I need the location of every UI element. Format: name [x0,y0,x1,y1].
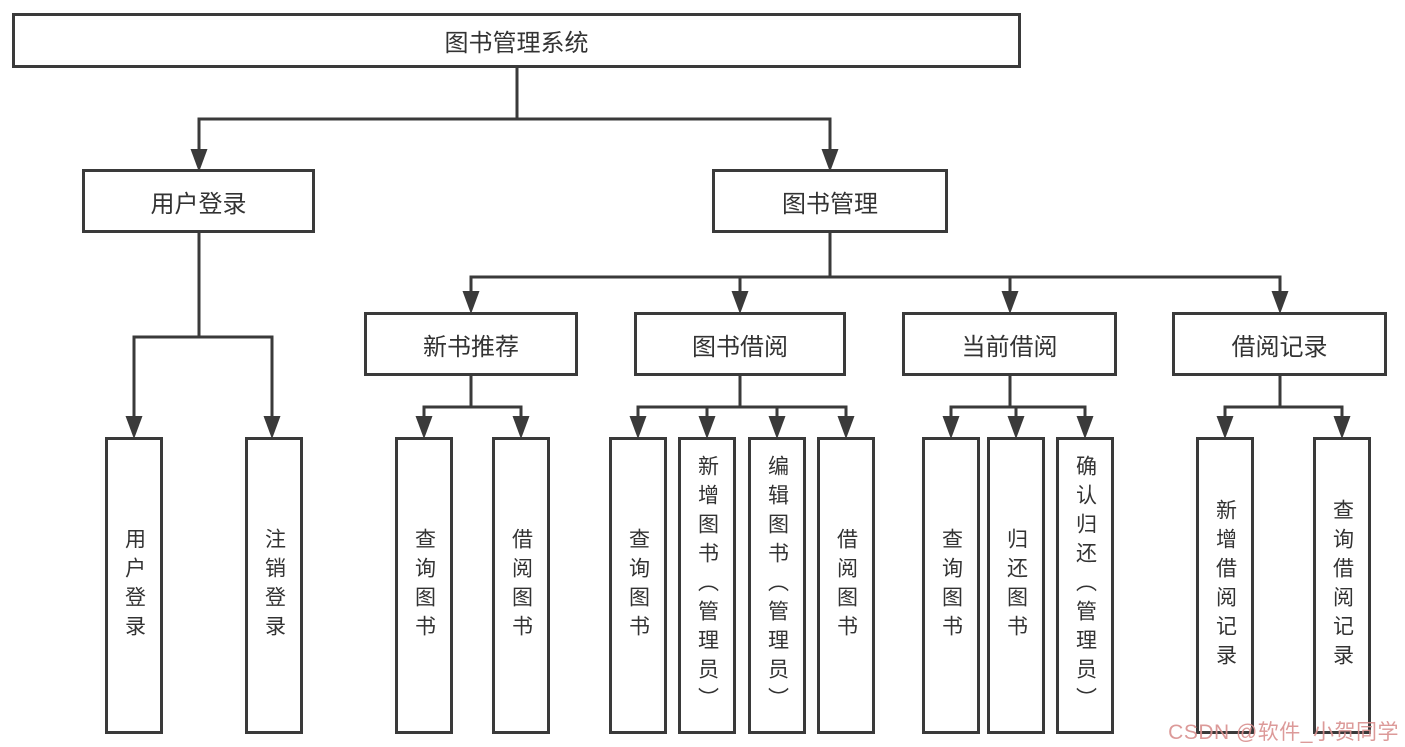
arrow-down-icon [1007,416,1025,439]
node-book-management: 图书管理 [712,169,948,233]
arrow-down-icon [1001,291,1019,314]
arrow-down-icon [263,416,281,439]
node-new-book-recommendation: 新书推荐 [364,312,578,376]
leaf-query-borrow-record: 查询借阅记录 [1313,437,1371,734]
connector [636,405,848,420]
connector [132,335,274,420]
connector [422,405,523,420]
arrowheads [125,149,1351,439]
node-current-borrowing: 当前借阅 [902,312,1117,376]
arrow-down-icon [768,416,786,439]
arrow-down-icon [462,291,480,314]
node-library-system: 图书管理系统 [12,13,1021,68]
node-book-borrowing: 图书借阅 [634,312,846,376]
leaf-add-books-admin: 新增图书（管理员） [678,437,736,734]
arrow-down-icon [415,416,433,439]
leaf-logout: 注销登录 [245,437,303,734]
leaf-return-books: 归还图书 [987,437,1045,734]
leaf-query-books-recommend: 查询图书 [395,437,453,734]
leaf-user-login: 用户登录 [105,437,163,734]
arrow-down-icon [731,291,749,314]
leaf-confirm-return-admin: 确认归还（管理员） [1056,437,1114,734]
arrow-down-icon [190,149,208,172]
arrow-down-icon [698,416,716,439]
leaf-add-borrow-record: 新增借阅记录 [1196,437,1254,734]
arrow-down-icon [1216,416,1234,439]
arrow-down-icon [1076,416,1094,439]
node-borrowing-records: 借阅记录 [1172,312,1387,376]
connector-group [132,66,1344,420]
leaf-borrow-books-recommend: 借阅图书 [492,437,550,734]
arrow-down-icon [1271,291,1289,314]
arrow-down-icon [629,416,647,439]
arrow-down-icon [942,416,960,439]
arrow-down-icon [125,416,143,439]
leaf-edit-books-admin: 编辑图书（管理员） [748,437,806,734]
watermark: CSDN @软件_小贺同学 [1168,721,1399,744]
arrow-down-icon [821,149,839,172]
connector [1223,405,1344,420]
connector [469,275,1282,295]
arrow-down-icon [1333,416,1351,439]
arrow-down-icon [512,416,530,439]
leaf-query-books-current: 查询图书 [922,437,980,734]
node-user-login: 用户登录 [82,169,315,233]
connector [197,117,832,153]
leaf-query-books-borrowing: 查询图书 [609,437,667,734]
arrow-down-icon [837,416,855,439]
connector [949,405,1087,420]
leaf-borrow-books-borrowing: 借阅图书 [817,437,875,734]
